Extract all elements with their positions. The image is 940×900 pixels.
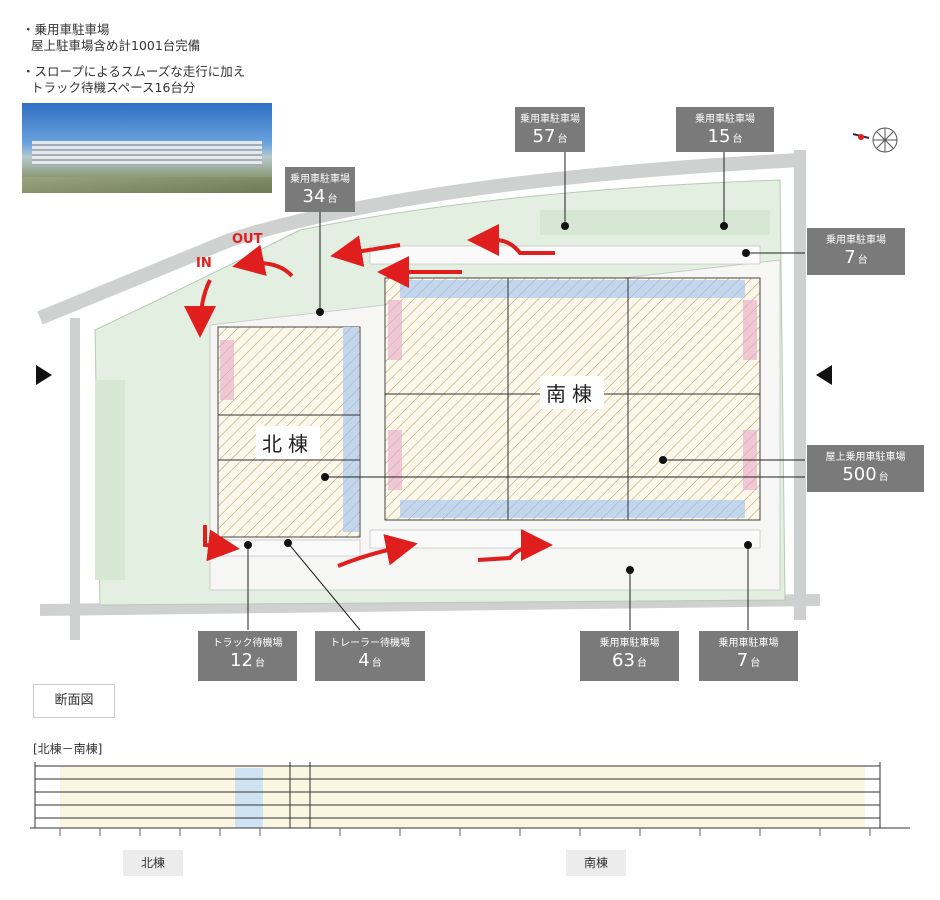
- label-title: 乗用車駐車場: [826, 235, 886, 246]
- west-arrow-icon: [36, 365, 52, 385]
- pin-north-roof: [321, 473, 329, 481]
- note-parking: ・乗用車駐車場 屋上駐車場含め計1001台完備: [22, 22, 200, 54]
- label-title: 乗用車駐車場: [290, 174, 350, 185]
- east-arrow-icon: [816, 365, 832, 385]
- route-out-label: OUT: [232, 232, 263, 247]
- pin-roof: [659, 456, 667, 464]
- label-count: 7: [844, 247, 856, 268]
- section-title: 断面図: [33, 684, 115, 718]
- pin-truck: [244, 541, 252, 549]
- route-arrows: [184, 224, 555, 568]
- pin-p63: [626, 566, 634, 574]
- label-title: 乗用車駐車場: [718, 638, 779, 649]
- compass-icon: [852, 127, 898, 153]
- label-count: 4: [358, 650, 370, 671]
- label-unit: 台: [750, 658, 761, 669]
- note-parking-line1: ・乗用車駐車場: [22, 22, 110, 37]
- label-unit: 台: [636, 658, 647, 669]
- label-unit: 台: [371, 658, 382, 669]
- label-unit: 台: [327, 194, 338, 205]
- north-building-name: 北棟: [256, 426, 320, 459]
- label-count: 34: [302, 186, 326, 207]
- north-building-tag: 北棟: [123, 850, 183, 876]
- pin-p7a: [742, 249, 750, 257]
- label-title: 屋上乗用車駐車場: [825, 452, 906, 463]
- roads: [37, 150, 821, 640]
- pin-p57: [561, 222, 569, 230]
- photo-building: [32, 141, 262, 165]
- label-count: 57: [532, 126, 556, 147]
- label-unit: 台: [557, 134, 568, 145]
- label-title: トレーラー待機場: [330, 638, 410, 649]
- label-count: 12: [230, 650, 253, 671]
- label-unit: 台: [254, 658, 265, 669]
- note-slope: ・スロープによるスムーズな走行に加え トラック待機スペース16台分: [22, 64, 245, 96]
- note-slope-line1: ・スロープによるスムーズな走行に加え: [22, 64, 246, 79]
- note-parking-line2: 屋上駐車場含め計1001台完備: [31, 38, 201, 53]
- leader-lines: [247, 152, 805, 631]
- label-title: 乗用車駐車場: [599, 638, 660, 649]
- section-caption: [北棟－南棟]: [33, 742, 103, 756]
- label-count: 15: [707, 126, 731, 147]
- label-unit: 台: [857, 255, 868, 266]
- label-title: 乗用車駐車場: [520, 114, 580, 125]
- pin-p15: [720, 222, 728, 230]
- south-building-tag: 南棟: [566, 850, 626, 876]
- label-unit: 台: [732, 134, 743, 145]
- pin-p7b: [744, 541, 752, 549]
- pin-p34: [316, 308, 324, 316]
- label-unit: 台: [878, 472, 889, 483]
- label-title: 乗用車駐車場: [695, 114, 755, 125]
- label-count: 63: [612, 650, 635, 671]
- section-drawing: [30, 762, 910, 836]
- photo-ground: [22, 177, 272, 193]
- pin-trailer: [284, 539, 292, 547]
- south-building-name: 南棟: [540, 376, 604, 409]
- label-title: トラック待機場: [212, 638, 283, 649]
- note-slope-line2: トラック待機スペース16台分: [31, 80, 196, 95]
- route-in-label: IN: [196, 256, 212, 271]
- label-count: 500: [842, 464, 877, 485]
- aerial-photo: [22, 103, 272, 193]
- label-count: 7: [736, 650, 749, 671]
